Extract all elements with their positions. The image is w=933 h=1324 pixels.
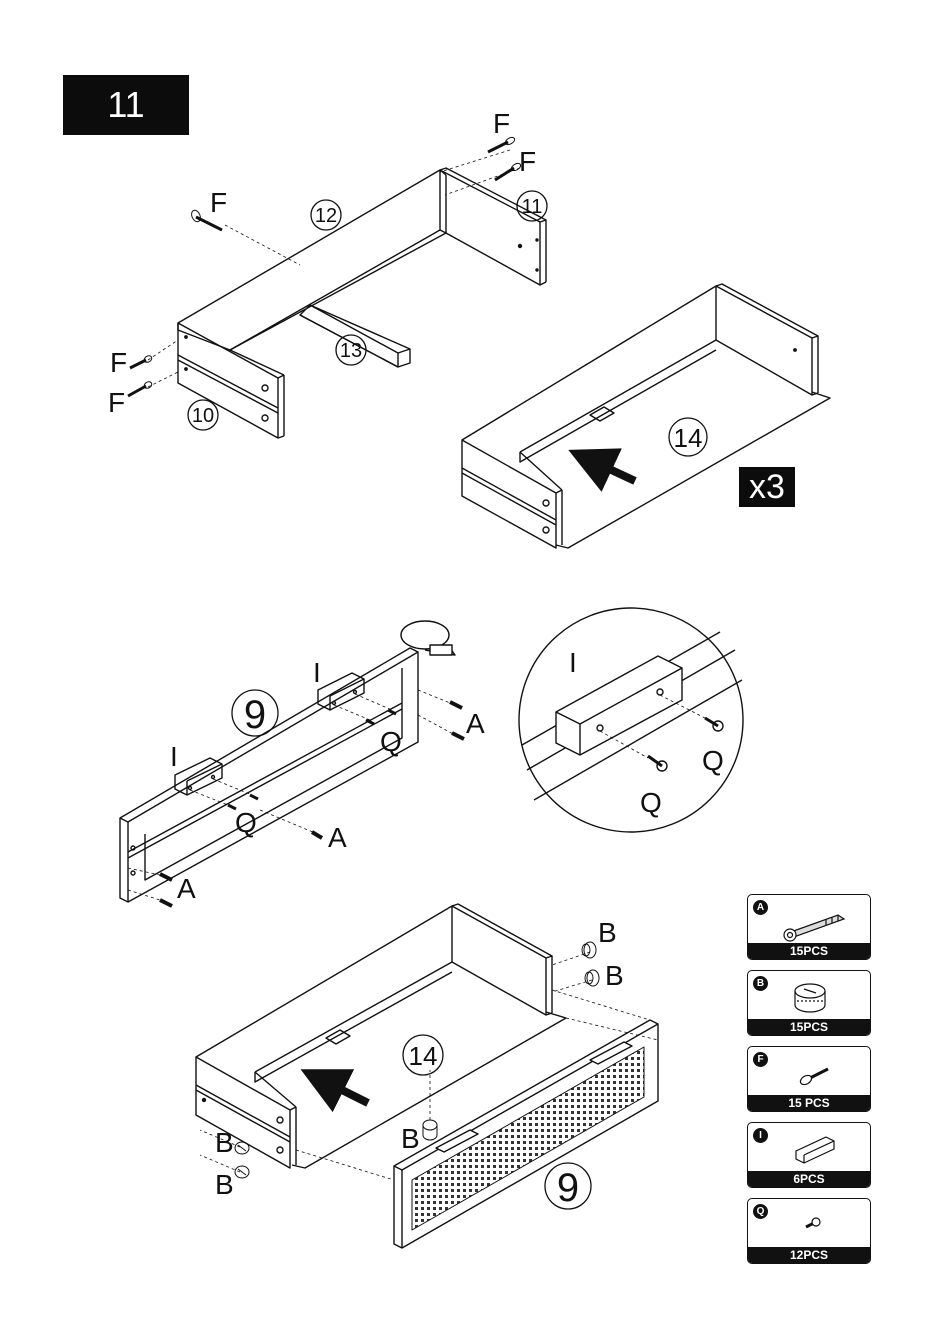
hardware-qty: 15PCS xyxy=(748,943,870,959)
hardware-card-i: I 6PCS xyxy=(747,1122,871,1188)
label-a-2: A xyxy=(328,822,347,853)
insert-arrow-top-icon xyxy=(590,460,635,481)
hardware-qty: 12PCS xyxy=(748,1247,870,1263)
bracket-detail-view xyxy=(519,608,743,832)
label-f-1: F xyxy=(210,187,227,218)
assembled-drawer-top xyxy=(462,284,830,548)
label-f-4: F xyxy=(110,347,127,378)
callout-11: 11 xyxy=(522,196,543,218)
hardware-qty: 15PCS xyxy=(748,1019,870,1035)
callout-9-bottom: 9 xyxy=(557,1166,579,1210)
hardware-card-q: Q 12PCS xyxy=(747,1198,871,1264)
hardware-qty: 15 PCS xyxy=(748,1095,870,1111)
callout-14-top: 14 xyxy=(674,423,703,453)
label-q-detail-2: Q xyxy=(640,787,662,818)
label-i-2: I xyxy=(170,741,178,772)
label-i-detail: I xyxy=(569,647,577,678)
label-b-4: B xyxy=(215,1169,234,1200)
screw-guides-mid xyxy=(128,690,455,900)
hardware-card-b: B 15PCS xyxy=(747,970,871,1036)
label-b-5: B xyxy=(401,1123,420,1154)
label-a-3: A xyxy=(177,873,196,904)
label-f-5: F xyxy=(108,387,125,418)
hardware-qty: 6PCS xyxy=(748,1171,870,1187)
label-q-2: Q xyxy=(235,807,257,838)
hardware-card-f: F 15 PCS xyxy=(747,1046,871,1112)
drawer-frame-exploded xyxy=(178,168,546,438)
screw-guides-top xyxy=(148,150,520,387)
callout-10: 10 xyxy=(192,405,214,427)
screw-f-icon xyxy=(128,136,522,396)
label-a-1: A xyxy=(466,708,485,739)
callout-12: 12 xyxy=(315,205,337,227)
label-b-3: B xyxy=(215,1127,234,1158)
label-b-2: B xyxy=(605,960,624,991)
label-i-1: I xyxy=(313,657,321,688)
hardware-card-a: A 15PCS xyxy=(747,894,871,960)
label-q-1: Q xyxy=(380,726,402,757)
label-f-2: F xyxy=(493,108,510,139)
callout-14-bottom: 14 xyxy=(409,1041,438,1071)
insert-arrow-bottom-icon xyxy=(322,1080,368,1103)
label-q-detail-1: Q xyxy=(702,745,724,776)
callout-13: 13 xyxy=(340,340,362,362)
label-b-1: B xyxy=(598,917,617,948)
label-f-3: F xyxy=(519,146,536,177)
callout-9-mid: 9 xyxy=(244,693,266,737)
